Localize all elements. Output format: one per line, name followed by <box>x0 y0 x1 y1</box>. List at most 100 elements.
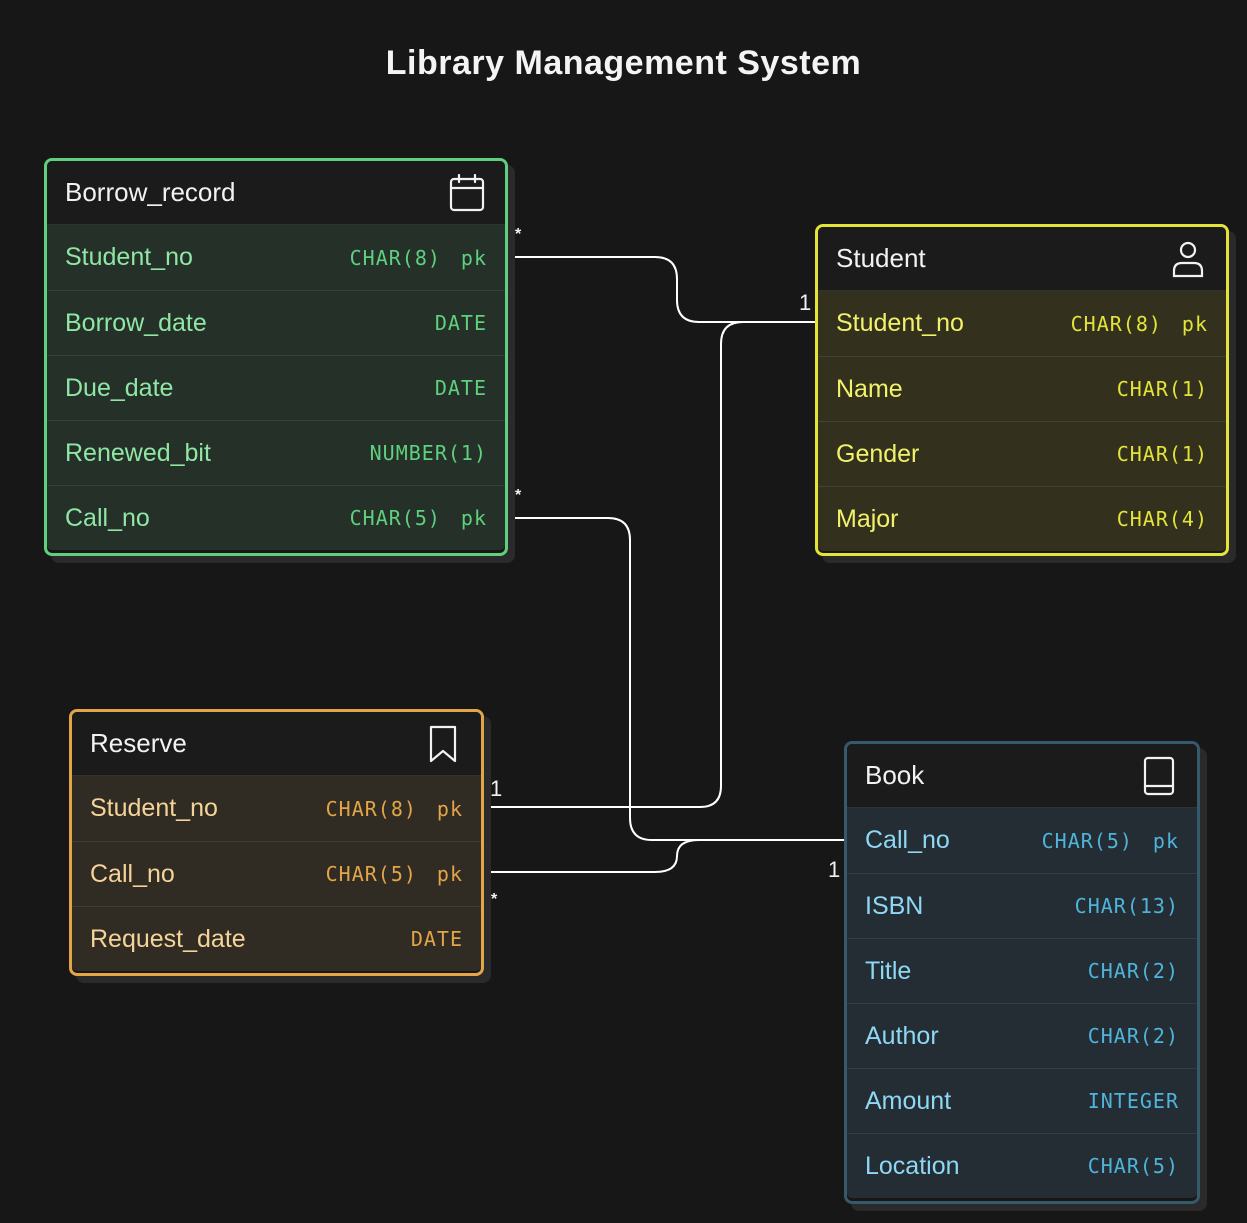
field-name: Location <box>865 1151 960 1180</box>
field-type: DATE <box>434 311 487 335</box>
primary-key-badge: pk <box>436 862 463 886</box>
field-name: Name <box>836 374 903 403</box>
field-type: CHAR(5) <box>1087 1154 1179 1178</box>
field-type: CHAR(13) <box>1074 894 1179 918</box>
field-row[interactable]: Amount INTEGER <box>847 1068 1197 1133</box>
field-name: Title <box>865 956 912 985</box>
field-type: CHAR(5) <box>1041 828 1133 853</box>
table-header: Student <box>818 227 1226 291</box>
rel-borrow-student <box>497 256 826 323</box>
field-type-group: CHAR(5) pk <box>1042 829 1179 853</box>
user-icon <box>1170 239 1206 279</box>
field-name: Author <box>865 1021 939 1050</box>
primary-key-badge: pk <box>460 245 487 270</box>
table-name: Reserve <box>90 728 187 758</box>
field-name: Due_date <box>65 373 174 402</box>
field-type-group: CHAR(8)pk <box>350 246 487 270</box>
field-type: NUMBER(1) <box>369 441 487 465</box>
field-type-group: CHAR(13) <box>1075 894 1179 918</box>
cardinality-one: 1 <box>490 776 503 801</box>
field-name: Student_no <box>90 794 218 822</box>
table-header: Borrow_record <box>47 161 505 225</box>
cardinality-many: * <box>491 891 498 908</box>
table-name: Student <box>836 243 926 273</box>
table-header: Book <box>847 744 1197 808</box>
book-icon <box>1141 756 1177 796</box>
field-type-group: CHAR(5) <box>1088 1154 1179 1178</box>
table-name: Borrow_record <box>65 177 236 207</box>
field-row[interactable]: Major CHAR(4) <box>818 486 1226 551</box>
field-type-group: CHAR(8) pk <box>1071 312 1208 336</box>
field-row[interactable]: Borrow_date DATE <box>47 290 505 355</box>
field-type: CHAR(2) <box>1087 1024 1179 1048</box>
field-type: DATE <box>410 927 463 951</box>
field-row[interactable]: Student_no CHAR(8) pk <box>72 776 481 841</box>
field-name: ISBN <box>865 891 924 920</box>
field-type: CHAR(4) <box>1116 507 1208 531</box>
field-type-group: CHAR(8) pk <box>326 797 463 821</box>
field-type-group: NUMBER(1) <box>370 441 487 465</box>
field-type: CHAR(5) <box>349 506 441 530</box>
field-row[interactable]: Name CHAR(1) <box>818 356 1226 421</box>
field-type-group: INTEGER <box>1088 1089 1179 1113</box>
field-type: CHAR(1) <box>1116 442 1208 466</box>
table-name: Book <box>865 760 925 790</box>
field-name: Student_no <box>65 243 193 271</box>
field-row[interactable]: Call_no CHAR(5) pk <box>47 485 505 550</box>
field-type: CHAR(8) <box>1070 311 1162 336</box>
field-type-group: DATE <box>435 311 487 335</box>
field-name: Borrow_date <box>65 308 207 337</box>
rel-reserve-student <box>473 321 826 808</box>
field-row[interactable]: Renewed_bit NUMBER(1) <box>47 420 505 485</box>
diagram-title: Library Management System <box>385 44 862 82</box>
field-name: Call_no <box>90 859 175 888</box>
field-type: INTEGER <box>1087 1089 1179 1113</box>
field-row[interactable]: Due_date DATE <box>47 355 505 420</box>
field-name: Renewed_bit <box>65 438 211 467</box>
primary-key-badge: pk <box>460 506 487 530</box>
field-type: CHAR(8) <box>325 796 417 821</box>
primary-key-badge: pk <box>1181 311 1208 336</box>
field-type-group: CHAR(1) <box>1117 377 1208 401</box>
field-row[interactable]: Call_no CHAR(5) pk <box>72 841 481 906</box>
field-row[interactable]: Call_no CHAR(5) pk <box>847 808 1197 873</box>
field-name: Student_no <box>836 309 964 337</box>
field-type-group: DATE <box>435 376 487 400</box>
field-row[interactable]: Location CHAR(5) <box>847 1133 1197 1198</box>
field-type: CHAR(2) <box>1087 959 1179 983</box>
field-row[interactable]: ISBN CHAR(13) <box>847 873 1197 938</box>
primary-key-badge: pk <box>1152 828 1179 853</box>
field-row[interactable]: Student_no CHAR(8)pk <box>47 225 505 290</box>
field-type: CHAR(5) <box>325 862 417 886</box>
field-type-group: CHAR(2) <box>1088 1024 1179 1048</box>
field-name: Request_date <box>90 924 246 953</box>
calendar-icon <box>449 173 485 213</box>
field-type-group: CHAR(2) <box>1088 959 1179 983</box>
field-row[interactable]: Student_no CHAR(8) pk <box>818 291 1226 356</box>
field-row[interactable]: Author CHAR(2) <box>847 1003 1197 1068</box>
table-header: Reserve <box>72 712 481 776</box>
cardinality-many: * <box>515 226 522 243</box>
field-type: DATE <box>434 376 487 400</box>
field-type-group: CHAR(5) pk <box>350 506 487 530</box>
field-type-group: CHAR(4) <box>1117 507 1208 531</box>
field-name: Call_no <box>865 826 950 854</box>
field-row[interactable]: Title CHAR(2) <box>847 938 1197 1003</box>
field-name: Call_no <box>65 503 150 532</box>
field-name: Major <box>836 504 899 533</box>
cardinality-many: * <box>515 487 522 504</box>
field-row[interactable]: Request_date DATE <box>72 906 481 971</box>
primary-key-badge: pk <box>436 796 463 821</box>
bookmark-icon <box>425 724 461 764</box>
field-type-group: DATE <box>411 927 463 951</box>
rel-reserve-book <box>473 839 700 873</box>
field-type-group: CHAR(1) <box>1117 442 1208 466</box>
field-type: CHAR(1) <box>1116 377 1208 401</box>
field-name: Amount <box>865 1086 952 1115</box>
rel-borrow-book <box>497 517 855 841</box>
